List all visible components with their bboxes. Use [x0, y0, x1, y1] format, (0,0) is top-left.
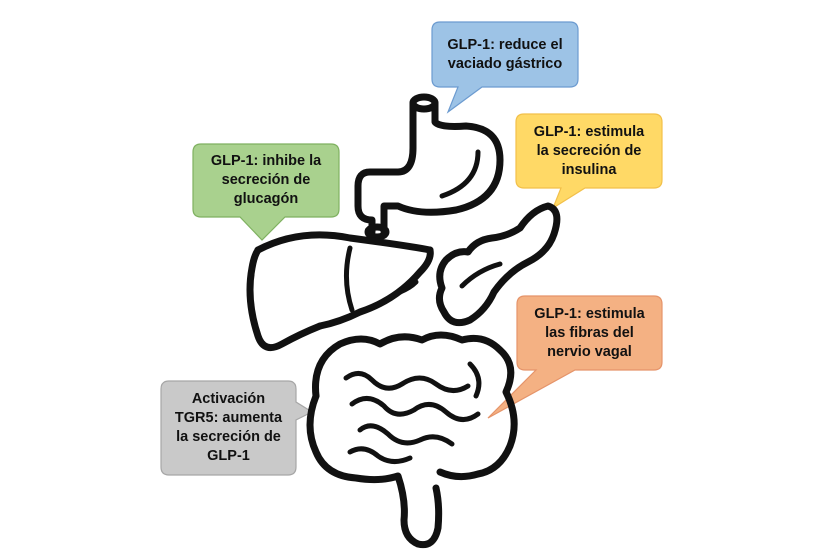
callout-gastric-shape	[431, 21, 579, 114]
callout-glucagon: GLP-1: inhibe la secreción de glucagón	[210, 153, 322, 207]
callout-insulin-shape	[515, 113, 663, 210]
callout-tgr5: Activación TGR5: aumenta la secreción de…	[174, 391, 283, 464]
stomach-icon	[354, 93, 504, 241]
intestine-icon	[306, 331, 518, 549]
callout-vagal-shape	[487, 295, 663, 419]
callout-insulin: GLP-1: estimula la secreción de insulina	[533, 123, 645, 178]
callout-vagal: GLP-1: estimula las fibras del nervio va…	[534, 305, 645, 360]
callout-gastric: GLP-1: reduce el vaciado gástrico	[447, 36, 563, 72]
callout-glucagon-shape	[192, 143, 340, 241]
liver-icon	[246, 231, 434, 352]
pancreas-icon	[435, 202, 561, 327]
callout-tgr5-shape	[160, 380, 314, 476]
